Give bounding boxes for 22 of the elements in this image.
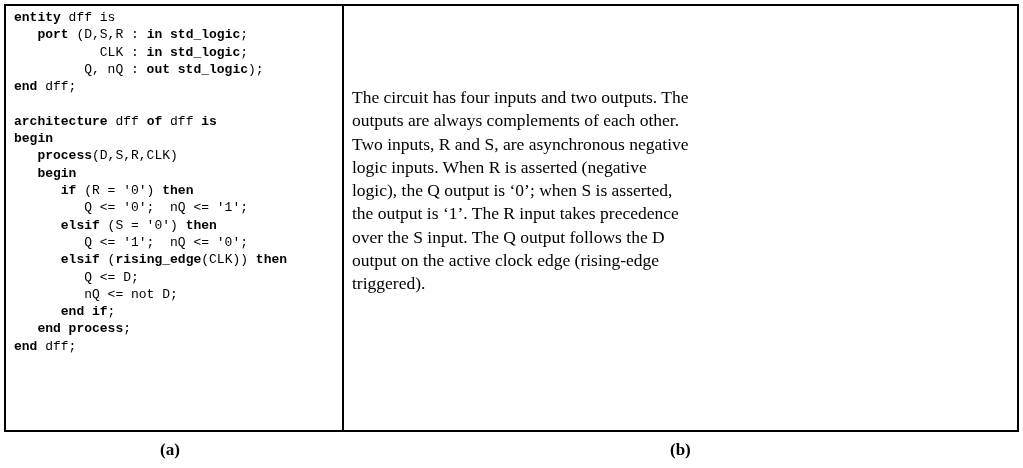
- code-line: nQ <= not D;: [84, 285, 178, 303]
- code-line: Q <= D;: [84, 268, 139, 286]
- code-line: begin: [14, 130, 53, 148]
- code-line: elsif (rising_edge(CLK)) then: [60, 251, 288, 269]
- panel-caption: (a): [160, 440, 180, 460]
- description-paragraph: The circuit has four inputs and two outputs. The outputs are always complements of each other. Two inputs, R and S, are asynchronous negative logic inputs. When R is asserted (negative logic), the Q output is ‘0’; when S is asserted, the output is ‘1’. The R input takes precedence over the S input. The Q output follows the D output on the active clock edge (rising-edge triggered).: [352, 86, 690, 296]
- code-line: Q <= '1'; nQ <= '0';: [84, 233, 248, 251]
- code-line: CLK : in std_logic;: [99, 43, 249, 61]
- code-line: architecture dff of dff is: [14, 112, 217, 130]
- code-line: end if;: [60, 303, 116, 321]
- code-line: if (R = '0') then: [60, 182, 194, 199]
- code-line: Q <= '0'; nQ <= '1';: [84, 199, 248, 217]
- code-line: begin: [37, 164, 77, 182]
- panel-caption: (b): [670, 440, 691, 460]
- code-line: end process;: [37, 320, 132, 338]
- code-line: entity dff is: [14, 9, 116, 26]
- code-line: end dff;: [14, 337, 77, 355]
- code-line: Q, nQ : out std_logic);: [84, 60, 264, 78]
- code-line: port (D,S,R : in std_logic;: [37, 26, 249, 44]
- code-line: elsif (S = '0') then: [60, 216, 217, 234]
- code-line: process(D,S,R,CLK): [37, 147, 178, 165]
- code-line: end dff;: [14, 78, 77, 96]
